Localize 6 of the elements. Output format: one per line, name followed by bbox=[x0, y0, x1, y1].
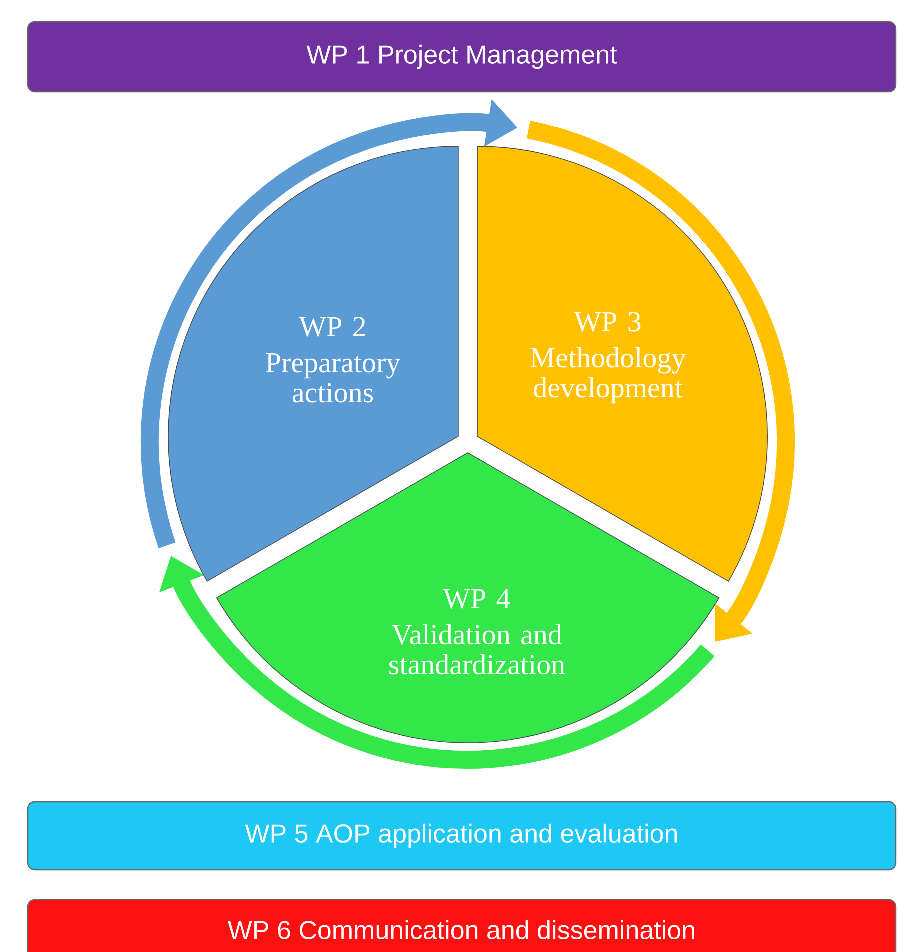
banner-bar: WP 5 AOP application and evaluation bbox=[27, 801, 897, 871]
pie-sector: WP 2 Preparatory actions bbox=[168, 146, 459, 582]
pie-sector: WP 3 Methodology development bbox=[477, 146, 768, 582]
banner-bar: WP 1 Project Management bbox=[27, 21, 897, 93]
banner-bar: WP 6 Communication and dissemination bbox=[27, 899, 897, 952]
pie-sector: WP 4 Validation and standardization bbox=[216, 452, 720, 744]
